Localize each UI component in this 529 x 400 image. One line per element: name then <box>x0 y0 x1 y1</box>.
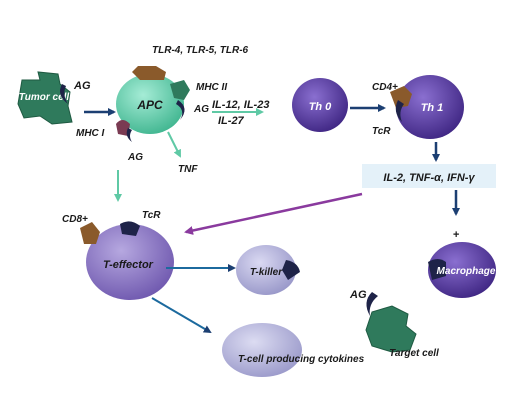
apc-bottom-ag-icon <box>126 128 132 142</box>
arrow-apc-to-tnf <box>167 131 181 158</box>
ag-tumor-label: AG <box>73 80 91 92</box>
macrophage-receptor-icon <box>428 259 446 280</box>
th0-label: Th 0 <box>309 101 332 113</box>
th1-label: Th 1 <box>421 102 444 114</box>
il27-label: IL-27 <box>218 115 245 127</box>
t-cytokine-cell: T-cell producing cytokines <box>222 323 365 377</box>
tcr-th1-label: TcR <box>372 126 391 137</box>
apc-body <box>116 74 184 134</box>
t-killer-receptor-icon <box>282 260 300 280</box>
target-cell-label: Target cell <box>389 348 439 359</box>
apc-ag-icon <box>176 100 185 120</box>
t-killer-body <box>236 245 296 295</box>
macrophage-body <box>428 242 496 298</box>
mhc1-label: MHC I <box>76 128 105 139</box>
plus-sign: + <box>453 229 460 241</box>
macrophage-cell: Macrophage <box>428 242 496 298</box>
ag-target-label: AG <box>349 289 367 301</box>
tumor-ag-receptor-icon <box>60 84 68 104</box>
mhc2-receptor-icon <box>170 80 190 100</box>
apc-cell: APC <box>116 66 190 142</box>
il12-il23-label: IL-12, IL-23 <box>212 99 269 111</box>
tumor-cell-label: Tumor cell <box>19 92 70 103</box>
t-cytokines-label: T-cell producing cytokines <box>238 354 365 365</box>
t-cytokine-body <box>222 323 302 377</box>
teffector-tcr-receptor-icon <box>120 221 140 236</box>
tcr-effector-label: TcR <box>142 210 161 221</box>
t-effector-body <box>86 224 174 300</box>
th0-cell: Th 0 <box>292 78 348 132</box>
cd8-label: CD8+ <box>62 214 88 225</box>
target-cell-body <box>365 305 417 353</box>
arrow-teffector-to-tcytokines <box>151 297 212 334</box>
apc-ag-label: AG <box>193 104 209 115</box>
cytokine-box-label: IL-2, TNF-α, IFN-γ <box>383 172 475 184</box>
th1-body <box>396 75 464 139</box>
cd8-receptor-icon <box>80 222 100 244</box>
cytokine-box: IL-2, TNF-α, IFN-γ <box>362 164 496 188</box>
cytokine-box-bg <box>362 164 496 188</box>
tumor-cell-body <box>17 71 73 125</box>
target-cell: AG <box>349 289 417 353</box>
ag-bottom-label: AG <box>127 152 143 163</box>
apc-label: APC <box>136 98 163 112</box>
th0-body <box>292 78 348 132</box>
cd4-label: CD4+ <box>372 82 398 93</box>
t-killer-label: T-killer <box>250 267 283 278</box>
macrophage-label: Macrophage <box>437 266 496 277</box>
tnf-label: TNF <box>178 164 198 175</box>
t-effector-cell: T-effector <box>80 221 174 300</box>
th1-cell: Th 1 <box>390 75 464 139</box>
arrow-cytokines-to-teffector <box>184 192 363 235</box>
tlr-label: TLR-4, TLR-5, TLR-6 <box>152 45 249 56</box>
th1-tcr-receptor-icon <box>395 100 404 122</box>
mhc2-label: MHC II <box>196 82 227 93</box>
th1-cd4-receptor-icon <box>390 86 412 108</box>
target-ag-receptor-icon <box>366 292 378 316</box>
tumor-cell: Tumor cell AG <box>17 71 91 125</box>
t-killer-cell: T-killer <box>236 245 300 295</box>
tlr-receptor-icon <box>132 66 166 80</box>
mhc1-receptor-icon <box>116 120 130 136</box>
t-effector-label: T-effector <box>103 259 154 271</box>
